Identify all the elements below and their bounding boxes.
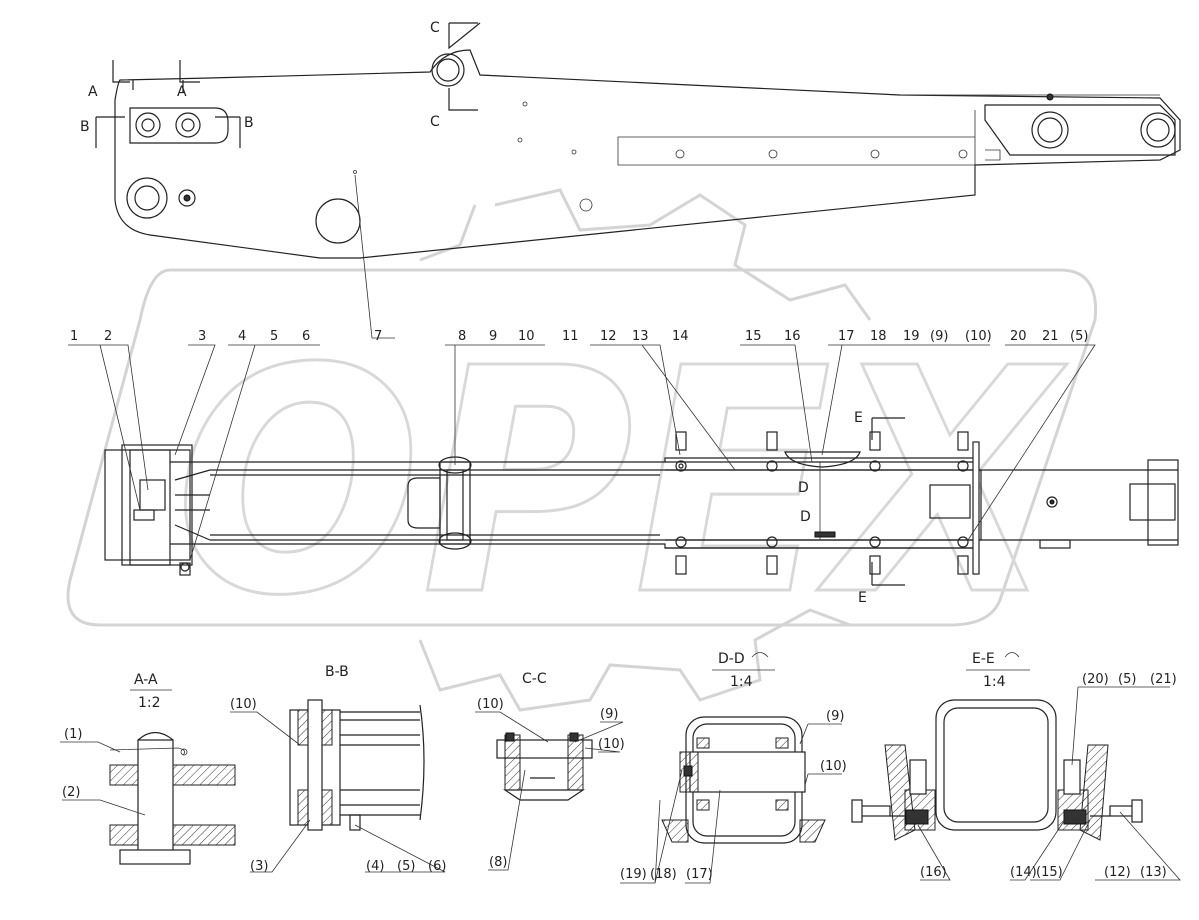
cc-label-9: (9) bbox=[600, 707, 618, 722]
plan-bolts bbox=[675, 431, 969, 575]
section-d-d: D-D 1:4 (9) (10) (19) (18) (17) bbox=[620, 651, 847, 884]
callout-5b: (5) bbox=[1070, 329, 1088, 344]
callout-3: 3 bbox=[198, 329, 206, 344]
callout-9: 9 bbox=[489, 329, 497, 344]
boom-side-view bbox=[114, 49, 1181, 259]
section-e-e-title: E-E bbox=[972, 651, 995, 667]
bolt-top-1 bbox=[675, 431, 687, 472]
cut-a-left: A bbox=[88, 84, 98, 100]
cut-a-right: A bbox=[177, 84, 187, 100]
callout-12: 12 bbox=[600, 329, 617, 344]
callout-10: 10 bbox=[518, 329, 535, 344]
callout-17: 17 bbox=[838, 329, 855, 344]
section-b-b-title: B-B bbox=[325, 664, 349, 680]
cut-d-top: D bbox=[798, 480, 809, 496]
bb-label-5: (5) bbox=[397, 859, 415, 874]
ee-label-5: (5) bbox=[1118, 672, 1136, 687]
watermark-logo: OPEX bbox=[66, 188, 1098, 712]
callout-11: 11 bbox=[562, 329, 579, 344]
cut-line-b: B B bbox=[80, 115, 254, 148]
section-c-c: C-C (10) (9) (10) (8) bbox=[475, 671, 625, 871]
callout-20: 20 bbox=[1010, 329, 1027, 344]
dd-label-18-visible: (18) bbox=[650, 867, 677, 882]
bolt-top-3 bbox=[869, 431, 881, 472]
section-d-d-title: D-D bbox=[718, 651, 745, 667]
callout-5: 5 bbox=[270, 329, 278, 344]
dd-label-17: (17) bbox=[686, 867, 713, 882]
bb-label-4: (4) bbox=[366, 859, 384, 874]
ee-label-14: (14) bbox=[1010, 865, 1037, 880]
callout-15: 15 bbox=[745, 329, 762, 344]
section-a-a: A-A 1:2 (1) (2) bbox=[60, 672, 236, 865]
cut-c-top: C bbox=[430, 20, 440, 36]
callout-6: 6 bbox=[302, 329, 310, 344]
cut-e-top: E bbox=[854, 410, 863, 426]
cut-line-e: E E bbox=[854, 410, 905, 606]
bb-label-3: (3) bbox=[250, 859, 268, 874]
bb-label-6: (6) bbox=[428, 859, 446, 874]
callout-10b: (10) bbox=[965, 329, 992, 344]
boom-plan-view bbox=[104, 441, 1179, 576]
ee-label-21: (21) bbox=[1150, 672, 1177, 687]
watermark-text: OPEX bbox=[175, 303, 1067, 664]
cut-c-bottom: C bbox=[430, 114, 440, 130]
aa-label-1: (1) bbox=[64, 727, 82, 742]
callout-2: 2 bbox=[104, 329, 112, 344]
bolt-top-2 bbox=[766, 431, 778, 472]
section-b-b: B-B (10) (3) (4) (5) (6) bbox=[230, 664, 446, 874]
bb-label-10: (10) bbox=[230, 697, 257, 712]
section-a-a-scale: 1:2 bbox=[138, 695, 161, 711]
aa-label-2: (2) bbox=[62, 785, 80, 800]
cut-line-a: A A bbox=[88, 60, 200, 100]
callout-18: 18 bbox=[870, 329, 887, 344]
bolt-top-4 bbox=[957, 431, 969, 472]
cc-label-8: (8) bbox=[489, 855, 507, 870]
ee-label-15: (15) bbox=[1036, 865, 1063, 880]
cc-label-10b: (10) bbox=[598, 737, 625, 752]
bolt-bottom-2 bbox=[766, 536, 778, 575]
callout-9b: (9) bbox=[930, 329, 948, 344]
bolt-bottom-4 bbox=[957, 536, 969, 575]
dd-label-19: (19) bbox=[620, 867, 647, 882]
ee-label-16: (16) bbox=[920, 865, 947, 880]
ee-label-20: (20) bbox=[1082, 672, 1109, 687]
callout-21: 21 bbox=[1042, 329, 1059, 344]
callout-16: 16 bbox=[784, 329, 801, 344]
cut-line-d: D D bbox=[798, 480, 811, 525]
cc-label-10a: (10) bbox=[477, 697, 504, 712]
section-c-c-title: C-C bbox=[522, 671, 547, 687]
callout-8: 8 bbox=[458, 329, 466, 344]
callout-7: 7 bbox=[374, 329, 382, 344]
leader-7 bbox=[354, 174, 395, 339]
dd-label-9: (9) bbox=[826, 709, 844, 724]
cut-e-bottom: E bbox=[858, 590, 867, 606]
callout-1: 1 bbox=[70, 329, 78, 344]
ee-label-13: (13) bbox=[1140, 865, 1167, 880]
cut-d-bottom: D bbox=[800, 509, 811, 525]
callout-14: 14 bbox=[672, 329, 689, 344]
callout-4: 4 bbox=[238, 329, 246, 344]
callout-19: 19 bbox=[903, 329, 920, 344]
cut-b-right: B bbox=[244, 115, 254, 131]
cut-b-left: B bbox=[80, 119, 90, 135]
section-d-d-scale: 1:4 bbox=[730, 674, 753, 690]
ee-label-12: (12) bbox=[1104, 865, 1131, 880]
cut-line-c: C C bbox=[430, 20, 481, 130]
section-a-a-title: A-A bbox=[134, 672, 158, 688]
callout-13: 13 bbox=[632, 329, 649, 344]
section-e-e-scale: 1:4 bbox=[983, 674, 1006, 690]
bolt-bottom-3 bbox=[869, 536, 881, 575]
bolt-bottom-1 bbox=[675, 536, 687, 575]
callout-row: 1 2 3 4 5 6 7 8 9 10 11 12 13 14 15 16 1… bbox=[68, 329, 1096, 561]
dd-label-10: (10) bbox=[820, 759, 847, 774]
section-e-e: E-E 1:4 (20) (5) (21) (16) (14) (15) (12… bbox=[851, 651, 1181, 881]
